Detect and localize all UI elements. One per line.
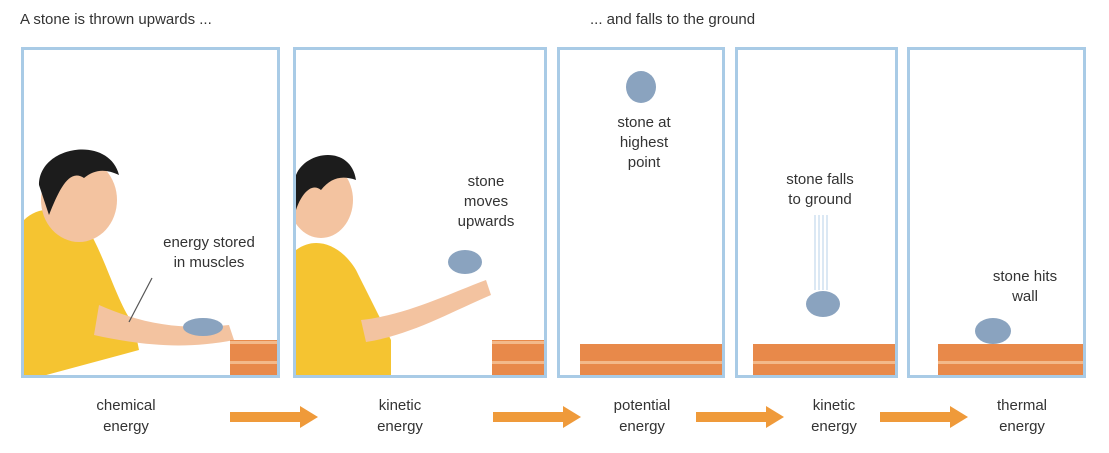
hair-shape [39, 149, 119, 215]
stone-icon [975, 318, 1011, 344]
energy-label-kinetic-2: kinetic energy [811, 397, 857, 435]
brick-wall-icon [753, 344, 895, 375]
panel-1: energy stored in muscles [21, 47, 280, 378]
person-figure [24, 149, 234, 375]
person-figure [296, 155, 491, 375]
stone-icon [448, 250, 482, 274]
motion-lines [814, 215, 828, 290]
panel-text: stone at highest point [617, 114, 671, 171]
energy-label-thermal: thermal energy [996, 397, 1048, 435]
panel-4: stone falls to ground [735, 47, 898, 378]
brick-wall-icon [580, 344, 722, 375]
panel-text: stone hits wall [992, 268, 1058, 305]
panel-5: stone hits wall [907, 47, 1086, 378]
caption-left: A stone is thrown upwards ... [20, 11, 212, 28]
brick-wall-icon [492, 340, 544, 375]
panel-text: energy stored in muscles [163, 234, 255, 271]
panel-3: stone at highest point [557, 47, 725, 378]
panel-2: stone moves upwards [293, 47, 547, 378]
energy-label-chemical: chemical energy [96, 397, 156, 435]
panel-text: stone moves upwards [457, 173, 515, 230]
stone-icon [806, 291, 840, 317]
stone-icon [183, 318, 223, 336]
arrow-right-icon [493, 406, 581, 428]
stone-icon [626, 71, 656, 103]
arm-shape [361, 280, 491, 342]
energy-label-potential: potential energy [613, 397, 671, 435]
arrow-right-icon [230, 406, 318, 428]
energy-label-kinetic-1: kinetic energy [377, 397, 423, 435]
brick-wall-icon [230, 340, 277, 375]
arrow-right-icon [880, 406, 968, 428]
panel-text: stone falls to ground [786, 171, 854, 208]
hair-shape [296, 155, 356, 210]
shirt-shape [296, 242, 391, 375]
brick-wall-icon [938, 344, 1083, 375]
pointer-line [128, 277, 153, 323]
arrow-right-icon [696, 406, 784, 428]
caption-right: ... and falls to the ground [590, 11, 756, 28]
